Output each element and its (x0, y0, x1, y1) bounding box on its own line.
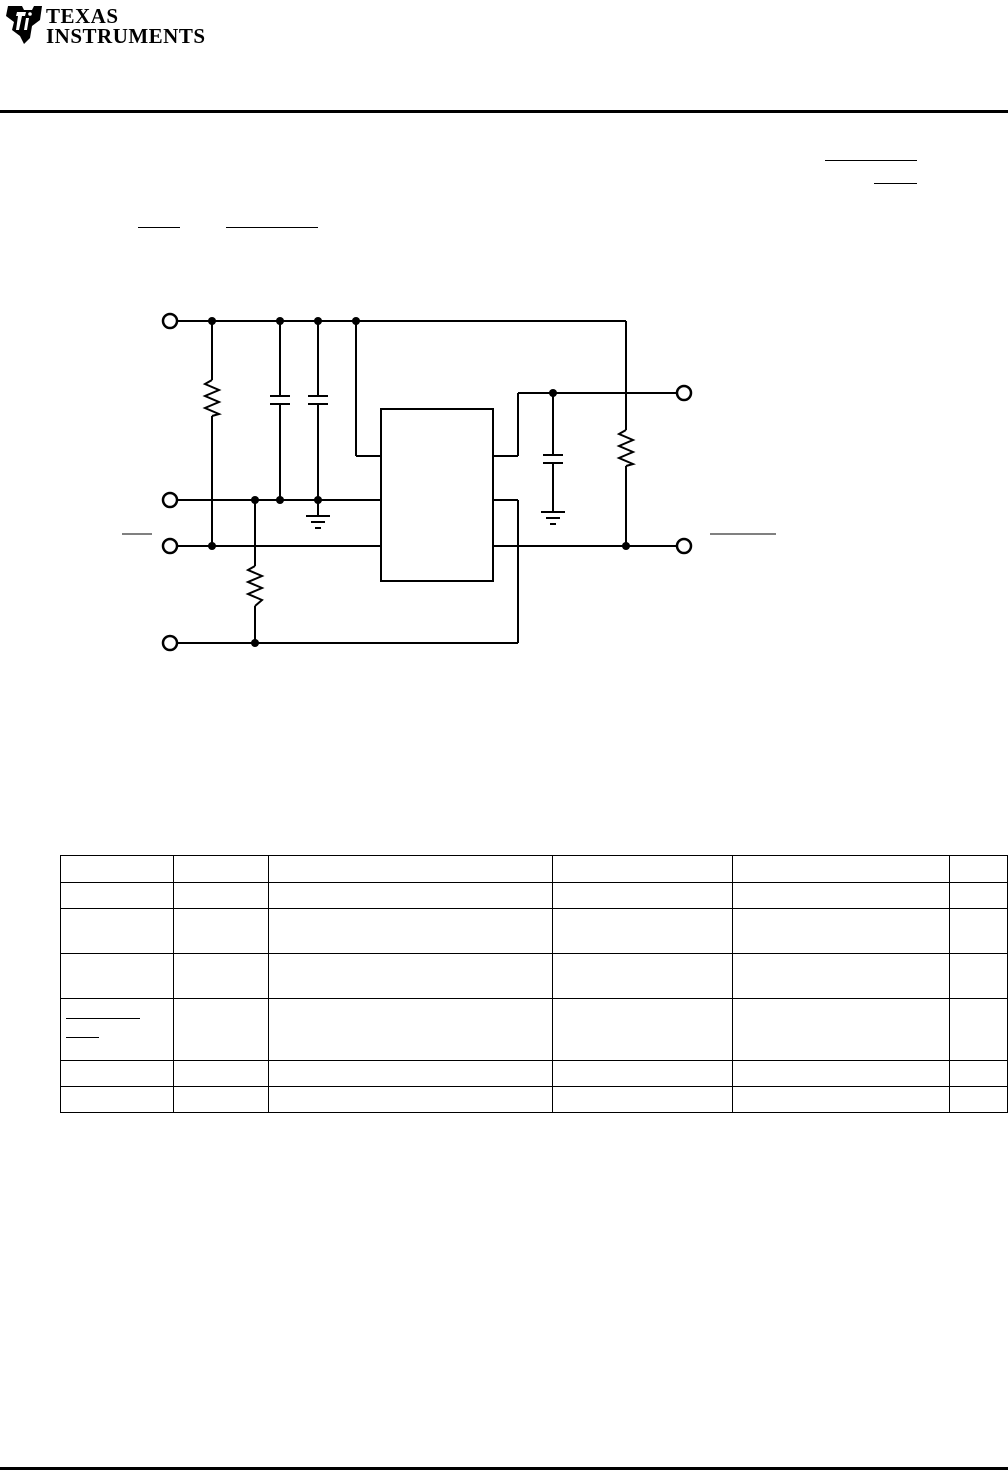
spec-table (60, 855, 1008, 1113)
table-row (60, 998, 1008, 1061)
application-schematic (122, 312, 776, 652)
brand-line-2: INSTRUMENTS (46, 24, 206, 48)
table-row (60, 1086, 1008, 1113)
ti-logo: TEXAS INSTRUMENTS (0, 0, 205, 50)
ti-state-icon (6, 6, 42, 44)
table-row (60, 908, 1008, 954)
brand-line-1: TEXAS (46, 4, 119, 28)
text-overbar (138, 227, 180, 228)
text-overbar (874, 183, 917, 184)
table-row (60, 953, 1008, 999)
table-row (60, 882, 1008, 909)
table-row (60, 855, 1008, 883)
header-rule (0, 110, 1008, 113)
table-row (60, 1060, 1008, 1087)
footer-rule (0, 1467, 1008, 1470)
text-overbar (825, 160, 917, 161)
text-overbar (226, 227, 318, 228)
table-cell-overbars (60, 998, 174, 1061)
